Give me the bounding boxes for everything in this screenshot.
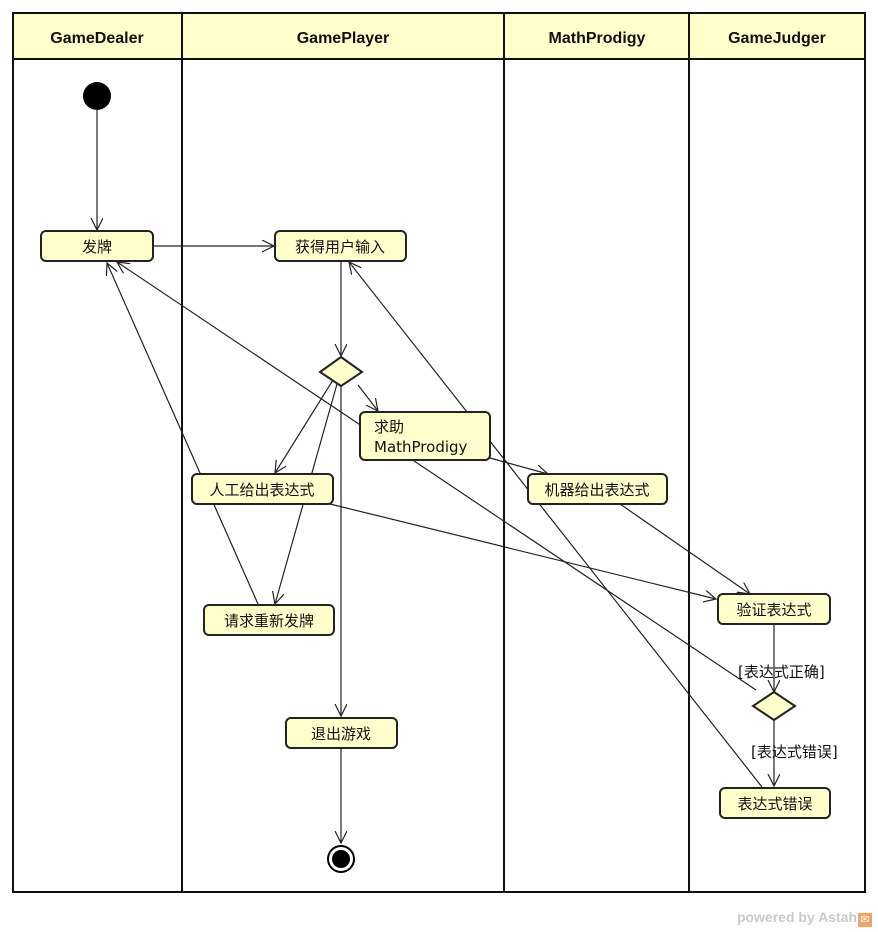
watermark-text: powered by Astah [736,909,857,925]
action-ask-help-label-line2: MathProdigy [374,438,468,456]
flow-help-to-machine [489,457,548,474]
flow-redeal-to-deal [107,263,259,605]
flow-decision-to-help [357,384,378,411]
action-quit-game-label: 退出游戏 [311,725,371,743]
flow-manual-to-verify [329,503,716,599]
lane-header-gamejudger: GameJudger [728,30,826,47]
action-deal: 发牌 [40,230,154,262]
decision-node-judger [751,690,797,722]
lane-header-mathprodigy: MathProdigy [549,30,646,47]
action-quit-game: 退出游戏 [285,717,398,749]
action-ask-help-label-line1: 求助 [374,418,404,436]
action-get-input: 获得用户输入 [274,230,407,262]
flow-wrong-to-input [349,262,763,788]
action-manual-expression-label: 人工给出表达式 [209,481,314,499]
action-ask-help: 求助 MathProdigy [359,411,491,461]
action-request-redeal: 请求重新发牌 [203,604,335,636]
action-get-input-label: 获得用户输入 [295,238,385,256]
action-machine-expression-label: 机器给出表达式 [544,481,649,499]
guard-expression-wrong: [表达式错误] [751,743,838,761]
action-deal-label: 发牌 [82,238,112,256]
action-verify-expression: 验证表达式 [717,593,831,625]
lane-header-band [12,12,866,60]
action-request-redeal-label: 请求重新发牌 [224,612,314,630]
action-expression-wrong-label: 表达式错误 [737,795,812,813]
flow-machine-to-verify [619,503,750,594]
action-manual-expression: 人工给出表达式 [191,473,334,505]
action-verify-expression-label: 验证表达式 [736,601,811,619]
action-expression-wrong: 表达式错误 [719,787,831,819]
initial-node [83,82,111,110]
lane-header-gamedealer: GameDealer [50,30,143,47]
lane-header-gameplayer: GamePlayer [297,30,390,47]
decision-node-player [318,355,364,388]
flow-decision-to-manual [275,379,334,473]
control-flows [97,110,774,843]
flow-correct-to-deal [117,262,757,691]
astah-logo-icon: ✉ [858,913,872,927]
astah-watermark: powered by Astah✉ [737,909,872,927]
final-node [327,845,355,873]
guard-expression-correct: [表达式正确] [738,663,825,681]
action-machine-expression: 机器给出表达式 [527,473,668,505]
